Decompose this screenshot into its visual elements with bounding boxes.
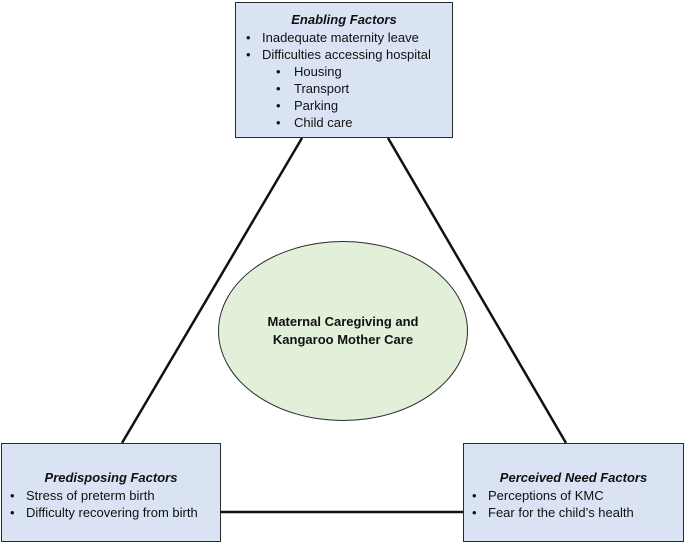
list-item: Inadequate maternity leave <box>242 29 446 46</box>
predisposing-factors-list: Stress of preterm birth Difficulty recov… <box>6 487 216 521</box>
list-item: Stress of preterm birth <box>6 487 216 504</box>
enabling-factors-list: Inadequate maternity leave Difficulties … <box>242 29 446 131</box>
list-item: Difficulties accessing hospital <box>242 46 446 63</box>
enabling-factors-box: Enabling Factors Inadequate maternity le… <box>235 2 453 138</box>
perceived-need-factors-list: Perceptions of KMC Fear for the child’s … <box>468 487 679 521</box>
sub-list-item: Transport <box>242 80 446 97</box>
center-ellipse: Maternal Caregiving and Kangaroo Mother … <box>218 241 468 421</box>
center-label-line-1: Maternal Caregiving and <box>267 314 419 329</box>
center-label-line-2: Kangaroo Mother Care <box>272 332 414 347</box>
line-enabling-to-perceived <box>386 137 568 444</box>
list-item: Fear for the child’s health <box>468 504 679 521</box>
perceived-need-factors-title: Perceived Need Factors <box>499 470 648 485</box>
center-label: Maternal Caregiving and Kangaroo Mother … <box>263 313 423 349</box>
enabling-factors-title: Enabling Factors <box>291 12 397 27</box>
sub-list-item: Child care <box>242 114 446 131</box>
list-item: Perceptions of KMC <box>468 487 679 504</box>
sub-list-item: Parking <box>242 97 446 114</box>
predisposing-factors-title: Predisposing Factors <box>44 470 178 485</box>
list-item: Difficulty recovering from birth <box>6 504 216 521</box>
predisposing-factors-box: Predisposing Factors Stress of preterm b… <box>1 443 221 542</box>
sub-list-item: Housing <box>242 63 446 80</box>
line-enabling-to-predisposing <box>120 137 304 444</box>
perceived-need-factors-box: Perceived Need Factors Perceptions of KM… <box>463 443 684 542</box>
